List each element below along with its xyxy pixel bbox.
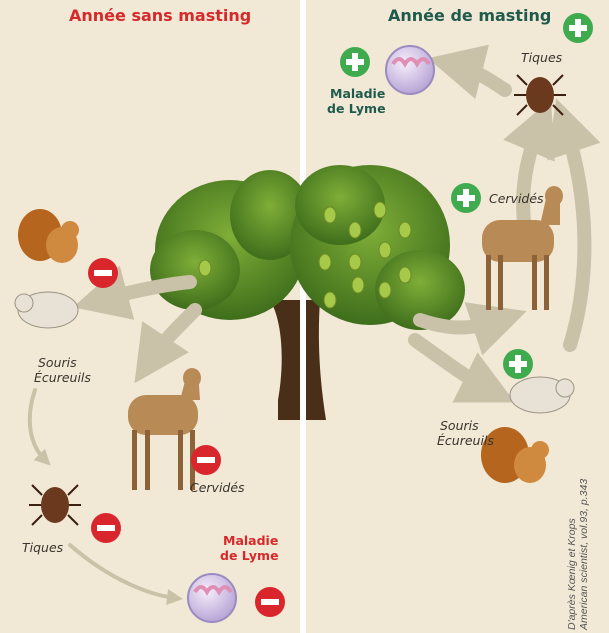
tick-left — [29, 485, 81, 525]
mouse-right — [510, 377, 574, 413]
plus-badge-deer — [451, 183, 481, 213]
plus-badge-lyme — [340, 47, 370, 77]
right-rodents-label-ecureuils: Écureuils — [437, 433, 494, 448]
left-ticks-label: Tiques — [22, 540, 63, 555]
acorns-left — [199, 260, 211, 276]
left-rodents-label-souris: Souris — [38, 355, 77, 370]
tick-right — [514, 75, 566, 115]
right-lyme-label-1: Maladie — [330, 86, 385, 101]
minus-badge-squirrel — [88, 258, 118, 288]
right-deer-label: Cervidés — [489, 191, 544, 206]
left-lyme-label-2: de Lyme — [220, 548, 279, 563]
left-deer-label: Cervidés — [190, 480, 245, 495]
lyme-disc-right — [386, 46, 434, 94]
deer-left — [128, 368, 201, 490]
title-masting: Année de masting — [388, 6, 551, 25]
right-rodents-label-souris: Souris — [440, 418, 479, 433]
minus-badge-deer — [191, 445, 221, 475]
right-lyme-label-2: de Lyme — [327, 101, 386, 116]
squirrel-left — [18, 209, 79, 263]
source-credit-line-2: American scientist, vol.93, p.343 — [578, 479, 590, 630]
source-credit-line-1: D'après Kœnig et Krops — [566, 479, 578, 630]
left-lyme-label-1: Maladie — [223, 533, 278, 548]
left-rodents-label-ecureuils: Écureuils — [34, 370, 91, 385]
minus-badge-tick — [91, 513, 121, 543]
lyme-disc-left — [188, 574, 236, 622]
panel-divider — [300, 0, 306, 633]
plus-badge-tick — [563, 13, 593, 43]
mouse-left — [15, 292, 78, 328]
right-ticks-label: Tiques — [521, 50, 562, 65]
minus-badge-lyme — [255, 587, 285, 617]
source-credit: D'après Kœnig et Krops American scientis… — [566, 479, 590, 630]
plus-badge-rodents — [503, 349, 533, 379]
title-no-masting: Année sans masting — [69, 6, 251, 25]
